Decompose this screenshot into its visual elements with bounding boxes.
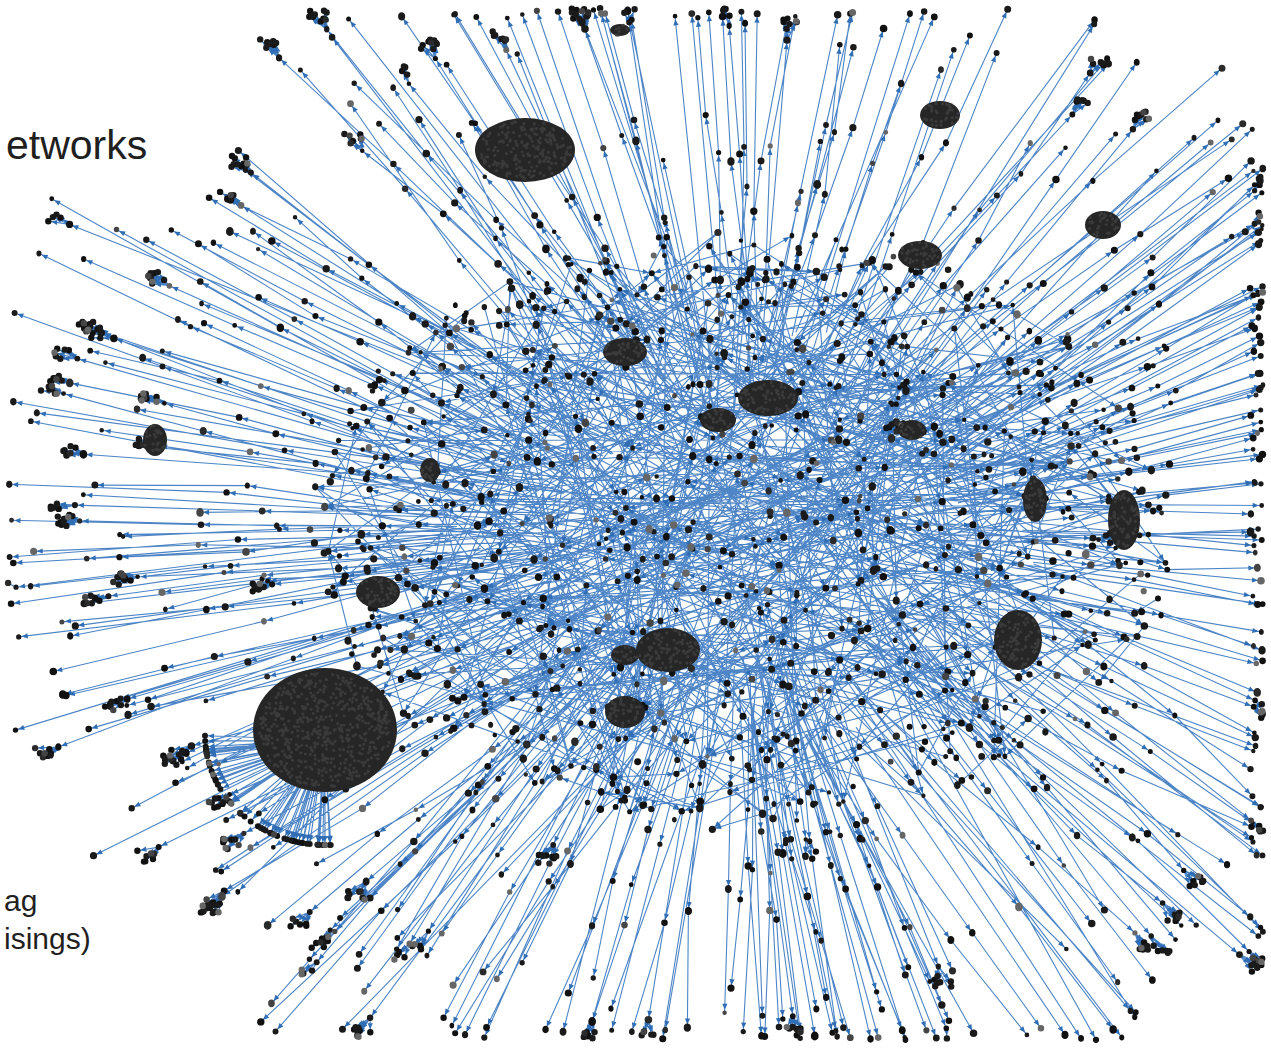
node-cluster	[356, 576, 400, 608]
node-cluster	[253, 668, 397, 792]
cluster-nodes	[900, 423, 925, 439]
node-cluster	[603, 338, 647, 366]
slide-title: etworks	[6, 122, 147, 169]
cluster-nodes	[996, 613, 1041, 668]
node-cluster	[611, 645, 639, 665]
network-nodes	[5, 9, 1262, 1036]
node-cluster	[898, 241, 942, 269]
cluster-nodes	[923, 102, 959, 127]
cluster-nodes	[143, 424, 166, 452]
node-cluster	[636, 628, 700, 672]
node-cluster	[143, 424, 167, 456]
slide-text: isings)	[4, 922, 91, 957]
cluster-nodes	[607, 696, 641, 727]
cluster-nodes	[739, 381, 795, 414]
node-cluster	[475, 118, 575, 182]
cluster-nodes	[1088, 212, 1119, 238]
node-cluster	[1085, 211, 1121, 239]
network-nodes	[30, 9, 1266, 1041]
cluster-nodes	[615, 24, 629, 37]
network-nodes	[41, 8, 1262, 1041]
network-nodes	[6, 5, 1266, 1042]
cluster-nodes	[704, 409, 734, 432]
cluster-nodes	[360, 576, 397, 606]
network-nodes	[8, 5, 1266, 1043]
node-cluster	[738, 380, 798, 416]
node-cluster	[605, 696, 645, 728]
node-cluster	[920, 101, 960, 129]
cluster-nodes	[258, 672, 391, 788]
cluster-nodes	[901, 241, 940, 268]
node-cluster	[1108, 490, 1140, 550]
cluster-nodes	[480, 120, 572, 180]
node-cluster	[700, 408, 736, 432]
node-cluster	[994, 610, 1042, 670]
node-cluster	[1023, 478, 1047, 522]
node-cluster	[420, 458, 440, 482]
cluster-nodes	[604, 340, 646, 364]
node-cluster	[610, 24, 630, 36]
cluster-nodes	[1108, 492, 1139, 547]
slide-text: ag	[4, 884, 37, 919]
cluster-nodes	[613, 646, 639, 663]
cluster-nodes	[421, 462, 435, 481]
cluster-nodes	[638, 629, 699, 670]
node-cluster	[898, 420, 926, 440]
cluster-nodes	[1024, 480, 1045, 519]
